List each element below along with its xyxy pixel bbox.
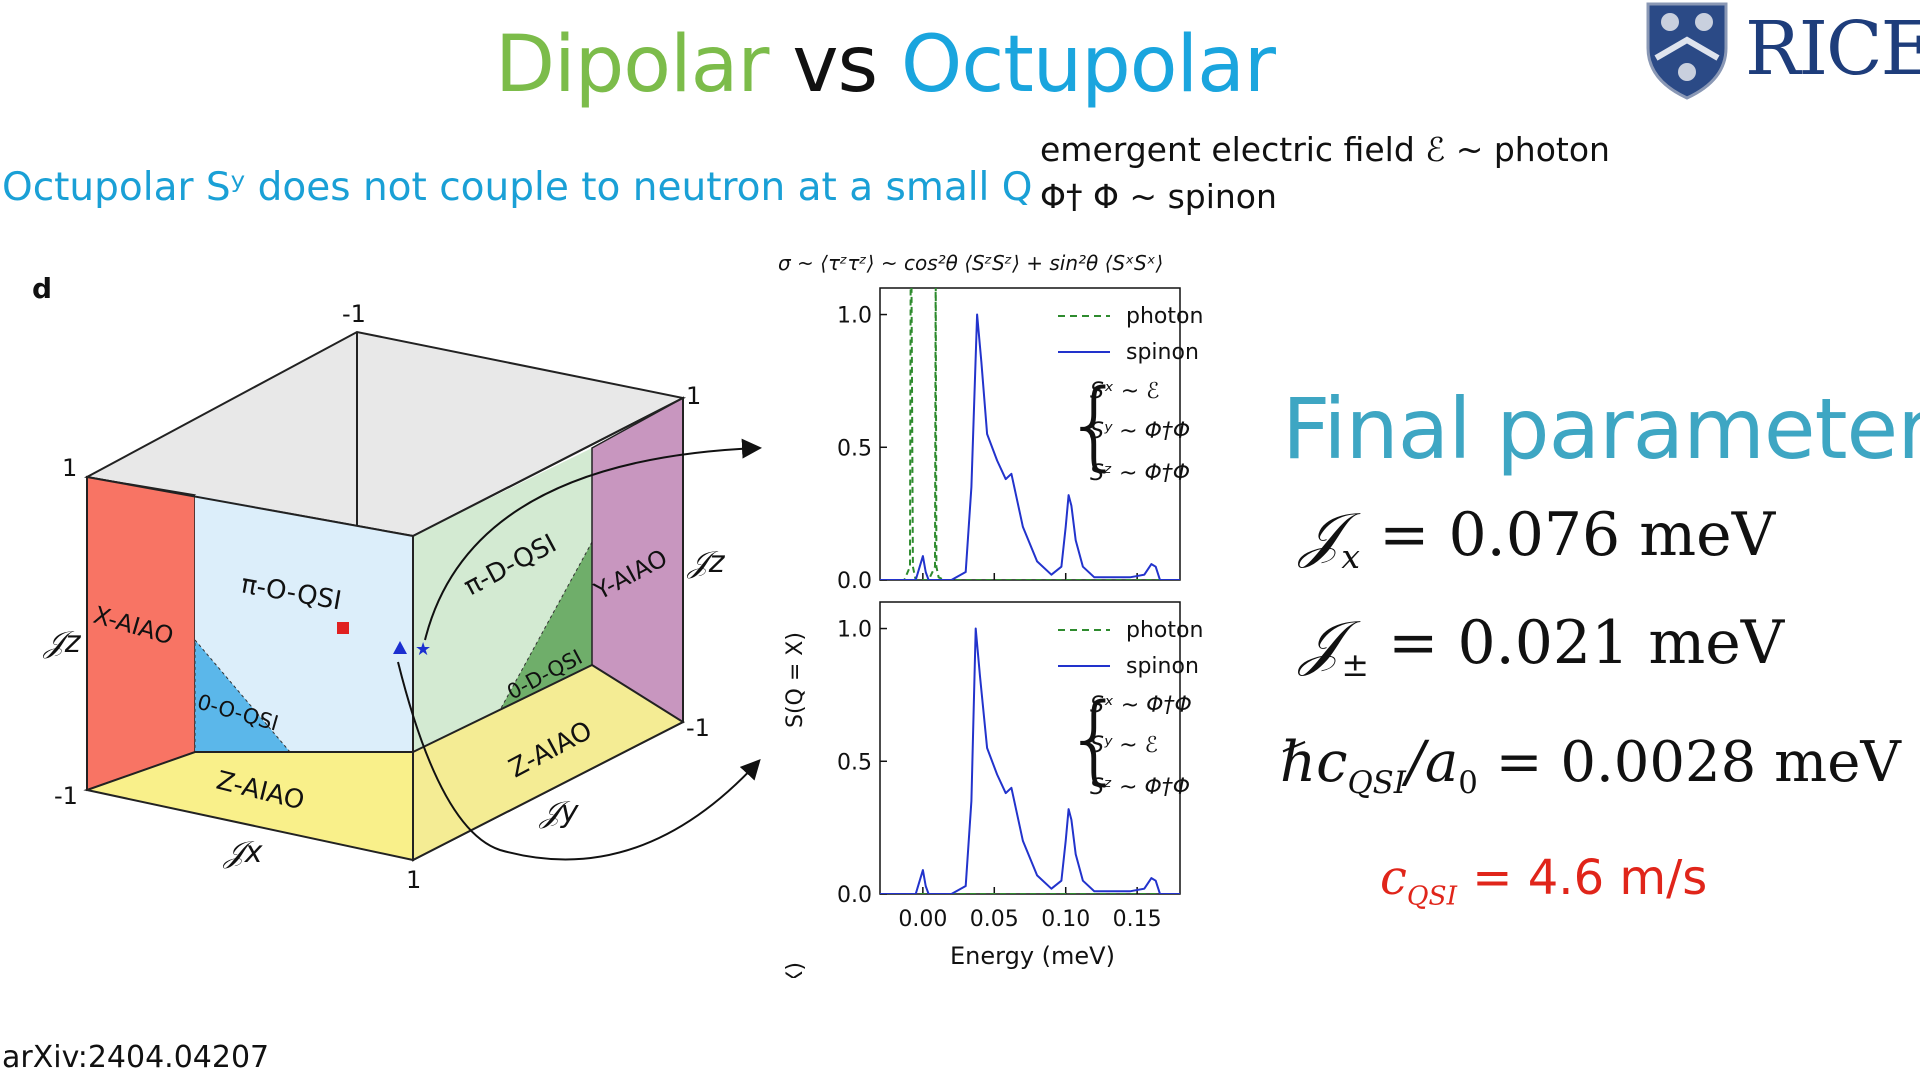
- red-square-marker: [337, 622, 349, 634]
- title-octupolar: Octupolar: [900, 20, 1276, 110]
- top-ylabel: S(Q = X): [783, 632, 808, 728]
- bottom-series-spinon: [880, 627, 1180, 894]
- rice-logo: [1640, 0, 1920, 100]
- spectra-xlabel: Energy (meV): [950, 942, 1115, 970]
- top-map-sx: Sˣ ~ ℰ: [1090, 379, 1159, 404]
- spectra-formula: σ ~ ⟨τᶻτᶻ⟩ ~ cos²θ ⟨SᶻSᶻ⟩ + sin²θ ⟨SˣSˣ⟩: [778, 251, 1163, 275]
- bottom-ytick-label: 1.0: [837, 618, 872, 643]
- top-ytick-label: 1.0: [837, 304, 872, 329]
- panel-label: d: [32, 272, 52, 305]
- axis-label-jx: 𝒥x: [222, 835, 263, 870]
- tick-left-bottom: -1: [54, 782, 78, 810]
- final-parameters-title: Final parameters: [1282, 380, 1920, 478]
- arxiv-reference: arXiv:2404.04207: [2, 1040, 270, 1075]
- blue-triangle-marker: [393, 641, 407, 654]
- bottom-xtick-label: 0.05: [970, 907, 1019, 932]
- top-ytick-label: 0.5: [837, 436, 872, 461]
- param-hc: ℏcQSI/a0 = 0.0028 meV: [1280, 730, 1901, 801]
- top-map-sz: Sᶻ ~ Φ†Φ: [1090, 461, 1190, 486]
- bottom-ytick-label: 0.5: [837, 750, 872, 775]
- bottom-legend-spinon: spinon: [1126, 654, 1199, 679]
- param-hc-sub: QSI: [1347, 765, 1406, 802]
- top-series-photon: [880, 288, 1180, 580]
- bottom-ylabel: S(Q = X): [783, 962, 808, 978]
- bottom-spectrum-panel: 0.0 0.5 1.0 0.00 0.05 0.10 0.15: [837, 601, 1181, 932]
- param-jpm-symbol: 𝒥: [1300, 608, 1342, 678]
- param-speed-value: = 4.6 m/s: [1457, 850, 1708, 906]
- region-z-aiao-right: [412, 663, 686, 862]
- top-spectrum-panel: 0.0 0.5 1.0: [837, 287, 1181, 594]
- tick-right-bottom: -1: [686, 714, 710, 742]
- region-pi-o-qsi: [195, 495, 413, 752]
- axis-label-jz-left: 𝒥z: [42, 625, 82, 660]
- param-hc-mid: /a: [1405, 730, 1459, 795]
- top-legend-photon: photon: [1126, 304, 1203, 329]
- axis-label-jy: 𝒥y: [538, 795, 580, 830]
- param-jx-value: = 0.076 meV: [1360, 500, 1776, 570]
- bottom-brace: {: [1064, 683, 1125, 795]
- spinon-note: Φ† Φ ~ spinon: [1040, 177, 1277, 216]
- top-map-sy: Sʸ ~ Φ†Φ: [1090, 419, 1190, 444]
- bottom-ytick-label: 0.0: [837, 883, 872, 908]
- arrow-to-bottom-plot: [397, 661, 761, 861]
- tick-left-top: 1: [62, 454, 77, 482]
- arrow-to-top-plot: [424, 438, 762, 641]
- title-dipolar: Dipolar: [495, 20, 770, 110]
- param-jx-sub: x: [1341, 537, 1361, 576]
- tick-right-top: 1: [686, 382, 701, 410]
- bottom-xtick-label: 0.15: [1113, 907, 1162, 932]
- slide-title: Dipolar vs Octupolar: [0, 20, 1770, 110]
- param-jx: 𝒥x = 0.076 meV: [1300, 500, 1775, 576]
- top-series-spinon: [880, 313, 1180, 580]
- bottom-map-sx: Sˣ ~ Φ†Φ: [1090, 693, 1192, 718]
- param-speed: cQSI = 4.6 m/s: [1380, 850, 1707, 912]
- tick-top-back: -1: [342, 300, 366, 328]
- rice-logo-text: RICE: [1745, 6, 1920, 92]
- title-vs: vs: [792, 20, 878, 110]
- bottom-legend-photon: photon: [1126, 618, 1203, 643]
- param-jpm-sub: ±: [1341, 645, 1370, 684]
- param-speed-prefix: c: [1380, 850, 1407, 906]
- tick-front-bottom: 1: [406, 866, 421, 894]
- subtitle: Octupolar Sʸ does not couple to neutron …: [2, 165, 1033, 210]
- param-jx-symbol: 𝒥: [1300, 500, 1342, 570]
- spectra-figure: σ ~ ⟨τᶻτᶻ⟩ ~ cos²θ ⟨SᶻSᶻ⟩ + sin²θ ⟨SˣSˣ⟩…: [778, 251, 1203, 978]
- param-jpm-value: = 0.021 meV: [1369, 608, 1785, 678]
- bottom-xtick-label: 0.00: [898, 907, 947, 932]
- param-jpm: 𝒥± = 0.021 meV: [1300, 608, 1784, 684]
- bottom-map-sz: Sᶻ ~ Φ†Φ: [1090, 775, 1190, 800]
- bottom-map-sy: Sʸ ~ ℰ: [1090, 733, 1158, 758]
- owl-shield-icon: [1646, 2, 1728, 100]
- top-legend-spinon: spinon: [1126, 340, 1199, 365]
- param-speed-sub: QSI: [1406, 880, 1458, 912]
- blue-star-marker: ★: [415, 639, 431, 660]
- param-hc-prefix: ℏc: [1280, 730, 1348, 795]
- bottom-xtick-label: 0.10: [1041, 907, 1090, 932]
- phase-diagram: d X-AIAO π-O-QSI 0-O-QSI π-D-QSI 0-D-QSI…: [32, 272, 762, 894]
- param-hc-value: = 0.0028 meV: [1477, 730, 1901, 795]
- top-ytick-label: 0.0: [837, 569, 872, 594]
- axis-label-jz-right: 𝒥z: [686, 545, 726, 580]
- field-photon-note: emergent electric field ℰ ~ photon: [1040, 130, 1610, 169]
- param-hc-sub2: 0: [1458, 765, 1478, 802]
- top-brace: {: [1064, 369, 1125, 481]
